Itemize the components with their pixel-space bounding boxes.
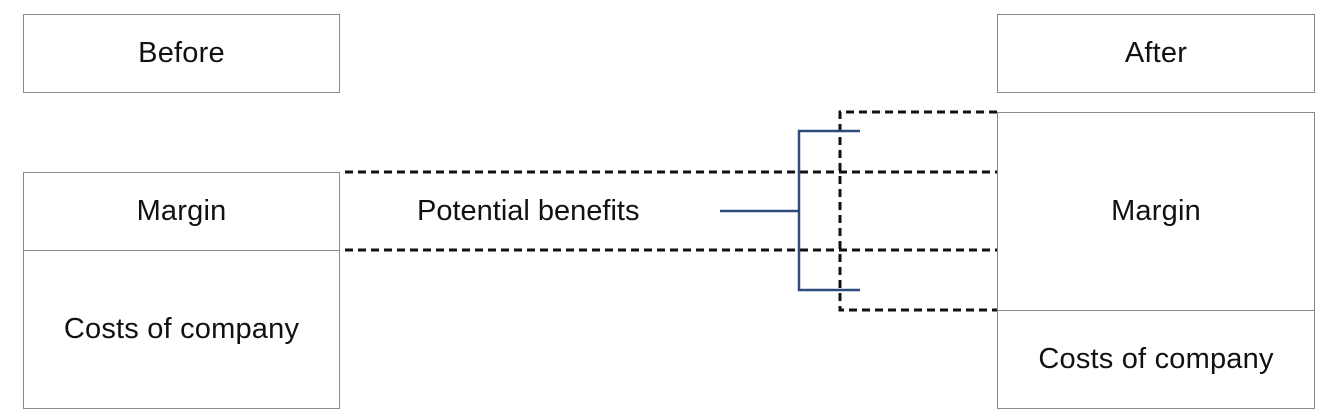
before-costs-box: Costs of company	[23, 250, 340, 409]
before-margin-label: Margin	[136, 195, 227, 227]
before-margin-box: Margin	[23, 172, 340, 251]
before-costs-label: Costs of company	[63, 313, 300, 345]
after-costs-label: Costs of company	[1038, 343, 1274, 375]
bracket-arms	[797, 129, 860, 292]
before-header-label: Before	[138, 37, 225, 69]
dashed-bracket-benefit	[838, 110, 997, 312]
before-header-box: Before	[23, 14, 340, 93]
potential-benefits-label: Potential benefits	[417, 195, 640, 227]
after-header-box: After	[997, 14, 1315, 93]
after-costs-box: Costs of company	[997, 310, 1315, 409]
after-margin-label: Margin	[1111, 195, 1201, 227]
after-margin-box: Margin	[997, 112, 1315, 311]
after-header-label: After	[1124, 37, 1188, 69]
